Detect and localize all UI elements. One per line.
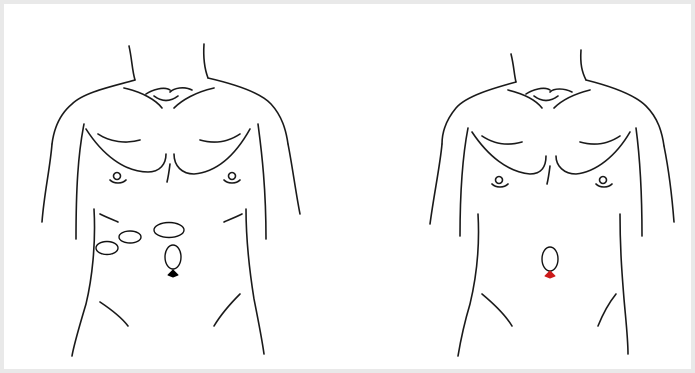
navel-marker [168, 270, 178, 277]
left-torso-outline [42, 44, 300, 356]
port-upper-right [154, 223, 184, 238]
port-middle [119, 231, 141, 243]
port-lateral [96, 242, 118, 255]
navel-marker-red [545, 271, 555, 278]
port-umbilical [165, 245, 181, 269]
right-torso-figure [396, 4, 691, 369]
left-torso-figure [14, 4, 334, 369]
port-umbilical [542, 247, 558, 271]
diagram-canvas [4, 4, 691, 369]
right-torso-outline [430, 50, 674, 356]
